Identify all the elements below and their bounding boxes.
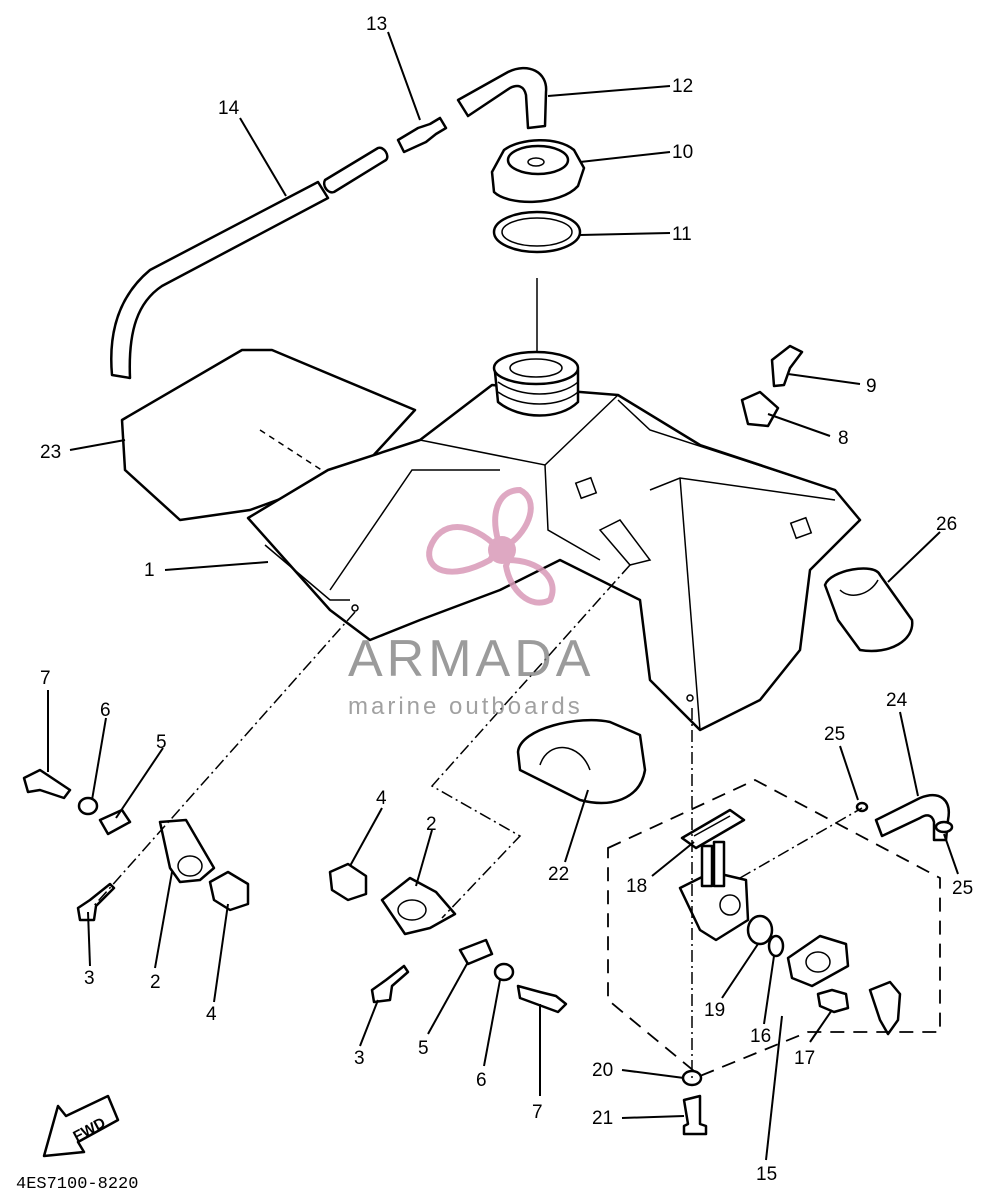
callout-6b: 6 [476,1070,487,1091]
armada-watermark: ARMADA marine outboards [348,486,594,720]
alignment-line-center [430,564,631,919]
diagram-code: 4ES7100-8220 [16,1175,138,1194]
part-24-hose [874,794,951,842]
part-6-washer-left [77,796,99,816]
callout-24: 24 [886,690,908,711]
part-15-fuel-cock [678,840,750,942]
part-6-washer-center [493,962,515,982]
callout-18: 18 [626,876,647,897]
part-10-fuel-cap [490,139,586,203]
callout-26: 26 [936,514,957,535]
callout-16: 16 [750,1026,771,1047]
part-3-bolt-left [76,882,116,922]
part-12-hose [456,66,548,130]
part-17-screw [816,988,850,1014]
alignment-line-left [91,611,356,909]
callout-25b: 25 [952,878,973,899]
watermark-tagline: marine outboards [348,693,583,720]
part-22-cushion [516,718,647,805]
part-1-filler-neck [492,350,580,417]
part-5-collar-center [458,938,494,966]
part-15-cover-plate [786,934,850,988]
callout-5a: 5 [156,732,167,753]
armada-propeller-logo-icon [426,486,556,606]
part-2-bracket-left [158,818,216,884]
callout-3b: 3 [354,1048,365,1069]
callout-20: 20 [592,1060,613,1081]
callout-14: 14 [218,98,240,119]
callout-15: 15 [756,1164,777,1185]
part-5-collar-left [98,808,132,836]
callout-13: 13 [366,14,387,35]
assembly-outline-15 [607,778,941,1078]
part-8-bushing [740,390,780,428]
callout-4b: 4 [376,788,387,809]
part-3-bolt-center [370,964,410,1004]
watermark-brand: ARMADA [348,630,594,688]
callout-3a: 3 [84,968,95,989]
part-25-clip-b [934,820,954,834]
callout-17: 17 [794,1048,815,1069]
callout-5b: 5 [418,1038,429,1059]
callout-6a: 6 [100,700,111,721]
callout-7a: 7 [40,668,51,689]
callout-7b: 7 [532,1102,543,1123]
leader-lines [47,31,959,1161]
alignment-line-hose [739,807,863,879]
callout-8: 8 [838,428,849,449]
callout-21: 21 [592,1108,613,1129]
callout-9: 9 [866,376,877,397]
callout-11: 11 [672,224,692,245]
callout-12: 12 [672,76,693,97]
callout-25a: 25 [824,724,845,745]
part-4-grommet-center [328,862,368,902]
callout-19: 19 [704,1000,725,1021]
callout-10: 10 [672,142,693,163]
part-15-lever [868,980,902,1036]
callout-labels: 13 14 12 10 11 9 8 23 26 1 7 24 6 25 5 4… [40,14,973,1185]
part-26-cushion [823,567,914,653]
callout-22: 22 [548,864,569,885]
part-7-bolt-center [516,984,568,1014]
part-2-bracket-center [380,876,457,936]
fwd-arrow-icon: FWD [42,1094,120,1158]
part-11-gasket [492,210,582,254]
callout-23: 23 [40,442,61,463]
part-7-bolt-left [22,768,72,800]
callout-2a: 2 [150,972,161,993]
callout-1: 1 [144,560,155,581]
part-13-connector [396,116,448,154]
part-19-o-ring [746,914,774,946]
callout-2b: 2 [426,814,437,835]
part-21-screw [682,1094,708,1136]
callout-4a: 4 [206,1004,217,1025]
part-4-grommet-left [208,870,250,912]
part-9-screw [770,344,804,388]
part-16-disc [767,934,785,958]
part-14-breather-hose [110,146,389,380]
